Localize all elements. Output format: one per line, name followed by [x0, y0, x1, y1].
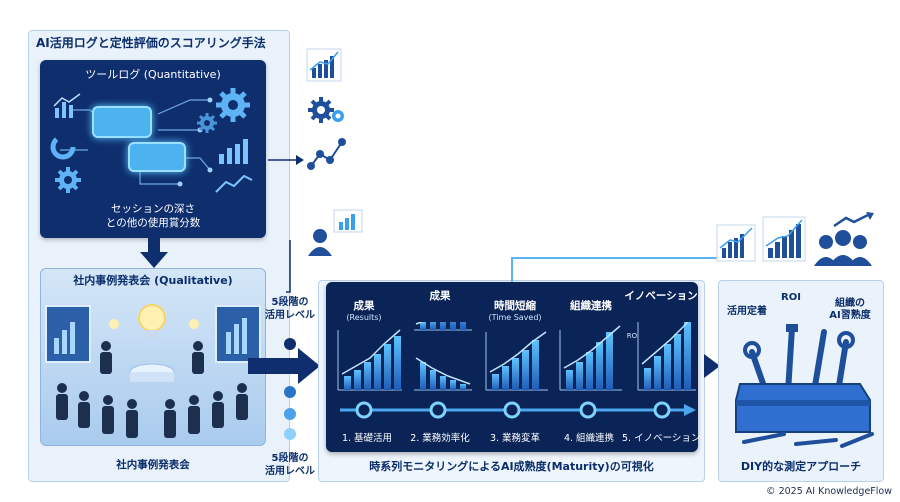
- gear-icon: [55, 167, 81, 193]
- diy-panel: [718, 280, 884, 482]
- down-arrow-icon: [140, 238, 168, 268]
- growth-chart-icon: [716, 224, 756, 262]
- line-chart-icon: [215, 174, 253, 193]
- network-icon: [307, 138, 346, 170]
- label-roi: ROI: [781, 292, 801, 303]
- copyright: © 2025 AI KnowledgeFlow: [766, 486, 892, 497]
- stage-5: 5. イノベーション: [622, 433, 701, 444]
- level-dot-5: [284, 428, 296, 440]
- levels-label-top: 5段階の 活用レベル: [262, 296, 318, 322]
- toolbox-icon: [735, 324, 874, 448]
- top-connector: [511, 257, 724, 282]
- gear-icon: [216, 88, 250, 122]
- mini-chart-3: [485, 331, 548, 391]
- presentation-illustration: [45, 304, 261, 438]
- label-org-maturity: 組織の AI習熟度: [822, 298, 878, 322]
- growth-chart-icon: [762, 216, 806, 262]
- pie-chart-icon: [50, 134, 76, 160]
- column-title-4: 組織連携: [570, 300, 612, 312]
- levels-top-line1: 5段階の: [271, 297, 309, 308]
- bar-chart-icon: [219, 139, 248, 164]
- right-arrow-icon: [248, 348, 320, 384]
- diy-caption: DIY的な測定アプローチ: [740, 460, 862, 473]
- stage-3: 3. 業務変革: [489, 433, 541, 444]
- gear-icon: [197, 113, 217, 133]
- chat-bubble-icon: [92, 106, 152, 138]
- level-dot-4: [284, 408, 296, 420]
- timeline-node-3: [503, 401, 521, 419]
- column-sub-1: (Results): [346, 313, 382, 322]
- mini-chart-2: [414, 322, 472, 391]
- stage-1: 1. 基礎活用: [341, 433, 393, 444]
- qualitative-title: 社内事例発表会 (Qualitative): [73, 274, 233, 287]
- levels-top-line2: 活用レベル: [265, 310, 315, 321]
- column-side-tag: ROI: [626, 332, 640, 340]
- level-dot-1: [284, 338, 296, 350]
- timeline-node-1: [355, 401, 373, 419]
- level-dot-3: [284, 386, 296, 398]
- bar-chart-icon: [53, 93, 81, 118]
- qualitative-caption: 社内事例発表会: [116, 459, 190, 471]
- tool-log-title: ツールログ (Quantitative): [85, 68, 221, 81]
- team-growth-icon: [814, 212, 874, 266]
- label-org-line2: AI習熟度: [829, 310, 871, 321]
- timeline-node-5: [653, 401, 671, 419]
- stage-2: 2. 業務効率化: [410, 433, 470, 444]
- column-title-1: 成果: [353, 300, 375, 312]
- column-title-5: イノベーション: [624, 290, 698, 302]
- tool-caption-line1: セッションの深さ: [111, 203, 195, 215]
- levels-bottom-line2: 活用レベル: [265, 466, 315, 477]
- label-org-line1: 組織の: [835, 298, 865, 309]
- levels-bottom-line1: 5段階の: [271, 453, 309, 464]
- right-arrow-icon: [704, 354, 720, 378]
- column-title-2: 成果: [429, 290, 451, 302]
- stage-4: 4. 組織連携: [563, 433, 615, 444]
- chat-bubble-icon: [128, 142, 186, 172]
- maturity-timeline: [340, 401, 696, 419]
- mini-chart-5: [637, 322, 696, 391]
- maturity-caption: 時系列モニタリングによるAI成熟度(Maturity)の可視化: [369, 460, 654, 473]
- user-report-icon: [308, 209, 363, 256]
- maturity-mini-charts: [337, 322, 696, 391]
- column-title-3: 時間短縮: [494, 300, 536, 312]
- gear-icon: [308, 97, 344, 123]
- levels-label-bottom: 5段階の 活用レベル: [262, 452, 318, 478]
- timeline-node-4: [579, 401, 597, 419]
- label-usage: 活用定着: [727, 306, 767, 317]
- left-panel-title: AI活用ログと定性評価のスコアリング手法: [36, 36, 266, 50]
- growth-chart-icon: [306, 48, 342, 82]
- column-sub-3: (Time Saved): [488, 313, 542, 322]
- tool-log-caption: セッションの深さ との他の使用賞分数: [40, 202, 266, 230]
- mini-chart-1: [337, 329, 402, 391]
- tool-caption-line2: との他の使用賞分数: [105, 217, 201, 229]
- mini-chart-4: [559, 325, 622, 391]
- timeline-node-2: [429, 401, 447, 419]
